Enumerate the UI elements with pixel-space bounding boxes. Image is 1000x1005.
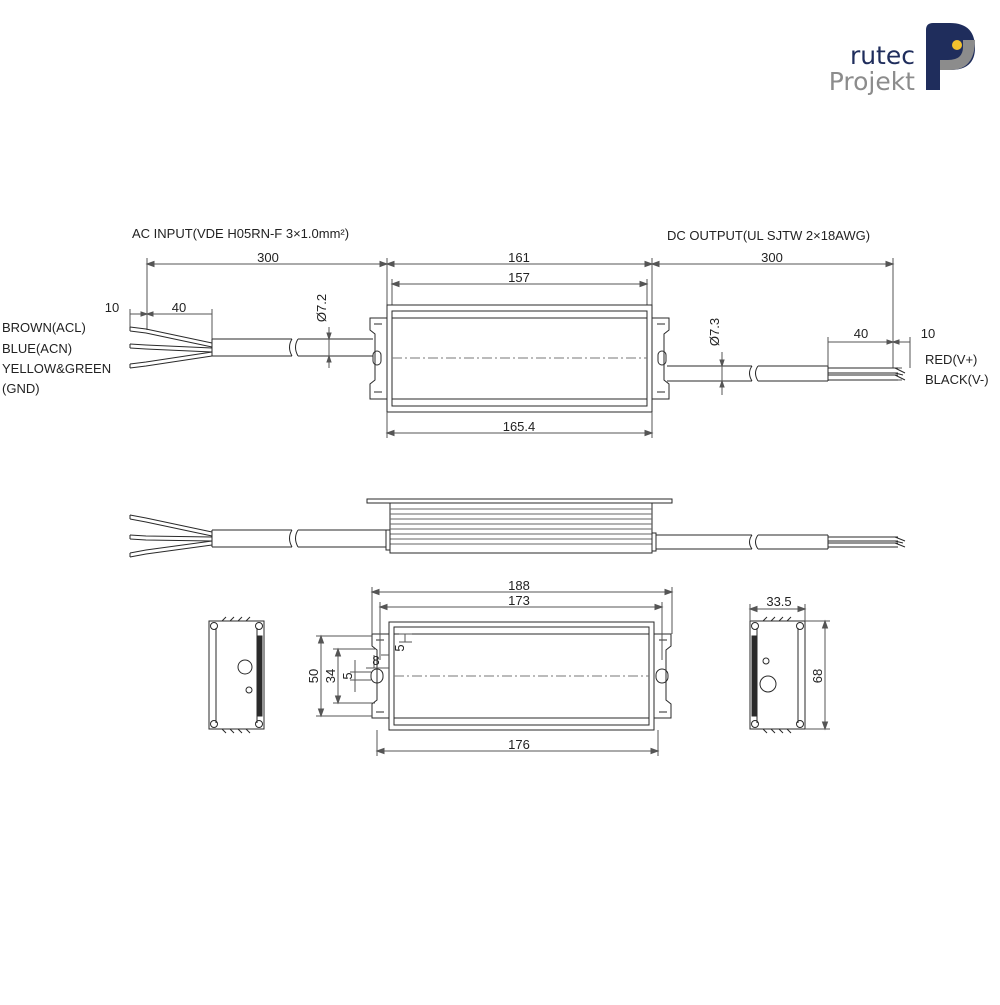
right-end-view bbox=[749, 616, 806, 734]
dim-input-strip bbox=[129, 309, 213, 345]
dim-output-cable bbox=[650, 258, 895, 368]
wire-brown-label: BROWN(ACL) bbox=[2, 320, 86, 335]
dim-68-value: 68 bbox=[810, 669, 825, 683]
dim-50-value: 50 bbox=[306, 669, 321, 683]
dim-in-strip-value: 10 bbox=[105, 300, 119, 315]
dim-5a-value: 5 bbox=[340, 672, 355, 679]
logo-line2: Projekt bbox=[829, 67, 915, 96]
wire-gnd-label: (GND) bbox=[2, 381, 40, 396]
dim-165 bbox=[385, 412, 654, 438]
dim-8-value: 8 bbox=[372, 653, 379, 668]
wire-black-label: BLACK(V-) bbox=[925, 372, 989, 387]
side-view bbox=[129, 498, 906, 558]
top-view: AC INPUT(VDE H05RN-F 3×1.0mm²) DC OUTPUT… bbox=[2, 226, 989, 438]
dim-188-value: 188 bbox=[508, 578, 530, 593]
wire-blue-label: BLUE(ACN) bbox=[2, 341, 72, 356]
dim-in-sheath-value: 40 bbox=[172, 300, 186, 315]
dim-input-cable-value: 300 bbox=[257, 250, 279, 265]
input-cable bbox=[211, 338, 373, 357]
dim-5b-value: 5 bbox=[392, 644, 407, 651]
housing-bottom bbox=[370, 621, 672, 731]
side-fins bbox=[390, 508, 652, 545]
ac-input-label: AC INPUT(VDE H05RN-F 3×1.0mm²) bbox=[132, 226, 349, 241]
input-wires bbox=[129, 326, 213, 369]
dim-161-value: 161 bbox=[508, 250, 530, 265]
dim-176-value: 176 bbox=[508, 737, 530, 752]
company-logo: rutec Projekt bbox=[829, 23, 975, 96]
logo-mark bbox=[926, 23, 975, 90]
dim-output-cable-value: 300 bbox=[761, 250, 783, 265]
dim-33-5 bbox=[748, 604, 807, 621]
dim-dia-output-value: Ø7.3 bbox=[707, 318, 722, 346]
dim-out-sheath-value: 40 bbox=[854, 326, 868, 341]
dim-dia-output bbox=[719, 352, 725, 395]
dim-157 bbox=[390, 279, 649, 305]
dim-output-strip bbox=[827, 337, 911, 368]
dim-34-value: 34 bbox=[323, 669, 338, 683]
output-cable bbox=[667, 365, 906, 382]
logo-line1: rutec bbox=[850, 41, 915, 70]
left-end-view bbox=[208, 616, 265, 734]
dim-33-value: 33.5 bbox=[766, 594, 791, 609]
dim-input-cable bbox=[145, 258, 389, 330]
wire-red-label: RED(V+) bbox=[925, 352, 977, 367]
dim-161 bbox=[385, 258, 654, 305]
dim-165-value: 165.4 bbox=[503, 419, 536, 434]
dim-vertical-group bbox=[316, 633, 412, 718]
dim-dia-input bbox=[326, 327, 332, 368]
housing-top bbox=[369, 304, 670, 413]
dim-188 bbox=[370, 587, 674, 634]
dim-157-value: 157 bbox=[508, 270, 530, 285]
dc-output-label: DC OUTPUT(UL SJTW 2×18AWG) bbox=[667, 228, 870, 243]
dim-68 bbox=[805, 619, 830, 731]
bottom-views: 188 173 176 bbox=[208, 578, 830, 756]
dim-out-strip-value: 10 bbox=[921, 326, 935, 341]
wire-yg-label: YELLOW&GREEN bbox=[2, 361, 111, 376]
dim-173-value: 173 bbox=[508, 593, 530, 608]
dim-176 bbox=[375, 730, 660, 756]
dim-dia-input-value: Ø7.2 bbox=[314, 294, 329, 322]
dim-173 bbox=[378, 602, 664, 660]
